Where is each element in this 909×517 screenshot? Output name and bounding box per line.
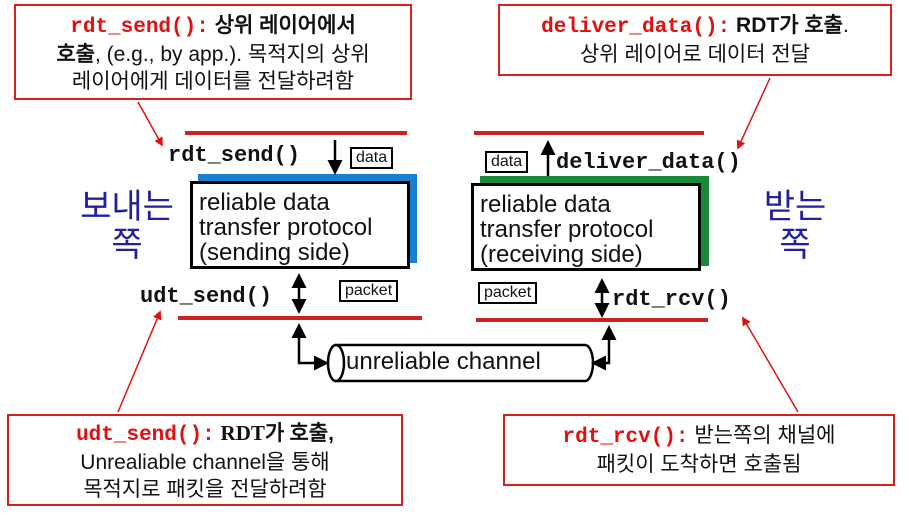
callout-text: Unrealiable channel을 통해 <box>80 451 330 474</box>
callout-bold-text: 상위 레이어에서 <box>214 14 356 37</box>
callout-bold-text: 호출 <box>56 43 95 66</box>
sender-lower-layer-line <box>178 316 422 320</box>
callout-bold-text: RDT가 호출 <box>736 14 843 37</box>
receiver-packet-tag: packet <box>478 282 538 304</box>
pointer-rdt-rcv <box>742 316 799 413</box>
callout-text: , (e.g., by app.). 목적지의 상위 <box>94 43 370 66</box>
receiver-protocol-line: (receiving side) <box>480 241 643 268</box>
receiver-upper-layer-line <box>474 131 704 135</box>
receiver-protocol-box: reliable data transfer protocol (receivi… <box>471 183 701 271</box>
callout-text: . <box>842 14 849 37</box>
callout-rdt-send: rdt_send(): 상위 레이어에서 호출, (e.g., by app.)… <box>14 4 412 100</box>
sender-fn-udt-send: udt_send() <box>140 284 273 309</box>
callout-text: 목적지로 패킷을 전달하려함 <box>83 478 327 501</box>
sender-protocol-line: transfer protocol <box>199 214 373 241</box>
sender-side-label-line: 보내는 <box>80 188 174 226</box>
receiver-side-label-line: 쪽 <box>779 226 811 264</box>
callout-rdt-rcv: rdt_rcv(): 받는쪽의 채널에 패킷이 도착하면 호출됨 <box>503 414 895 486</box>
callout-text: , <box>328 422 334 445</box>
sender-protocol-box: reliable data transfer protocol (sending… <box>190 181 410 269</box>
receiver-data-tag: data <box>485 151 529 173</box>
sender-protocol-line: (sending side) <box>199 239 350 266</box>
sender-side-label-line: 쪽 <box>111 226 143 264</box>
receiver-channel-arrow <box>591 325 617 371</box>
callout-deliver-data: deliver_data(): RDT가 호출. 상위 레이어로 데이터 전달 <box>498 4 892 76</box>
callout-fn-udt-send: udt_send(): <box>76 424 215 447</box>
callout-text: 받는쪽의 채널에 <box>694 424 836 447</box>
pointer-udt-send <box>117 310 162 413</box>
sender-channel-arrow <box>291 323 329 371</box>
receiver-protocol-line: reliable data <box>480 191 611 218</box>
sender-fn-rdt-send: rdt_send() <box>168 143 301 168</box>
receiver-side-label: 받는 쪽 <box>740 188 850 264</box>
callout-fn-rdt-rcv: rdt_rcv(): <box>562 426 689 449</box>
callout-text: 레이어에게 데이터를 전달하려함 <box>71 70 355 93</box>
receiver-protocol-line: transfer protocol <box>480 216 654 243</box>
callout-bold-text: RDT가 호출 <box>220 421 329 445</box>
callout-text: 상위 레이어로 데이터 전달 <box>579 43 811 66</box>
callout-text: 패킷이 도착하면 호출됨 <box>596 453 802 476</box>
callout-udt-send: udt_send(): RDT가 호출, Unrealiable channel… <box>7 414 403 506</box>
receiver-fn-rdt-rcv: rdt_rcv() <box>612 287 731 312</box>
sender-protocol-line: reliable data <box>199 189 330 216</box>
pointer-rdt-send <box>137 101 163 147</box>
callout-fn-rdt-send: rdt_send(): <box>70 16 209 39</box>
sender-packet-tag: packet <box>339 280 399 302</box>
sender-upper-layer-line <box>185 131 407 135</box>
receiver-lower-layer-line <box>476 318 708 322</box>
sender-data-tag: data <box>350 147 394 169</box>
pointer-deliver-data <box>736 77 771 150</box>
callout-fn-deliver-data: deliver_data(): <box>541 16 731 39</box>
receiver-side-label-line: 받는 <box>763 188 827 226</box>
receiver-fn-deliver-data: deliver_data() <box>556 150 741 175</box>
sender-side-label: 보내는 쪽 <box>72 188 182 264</box>
unreliable-channel-label: unreliable channel <box>346 348 541 375</box>
